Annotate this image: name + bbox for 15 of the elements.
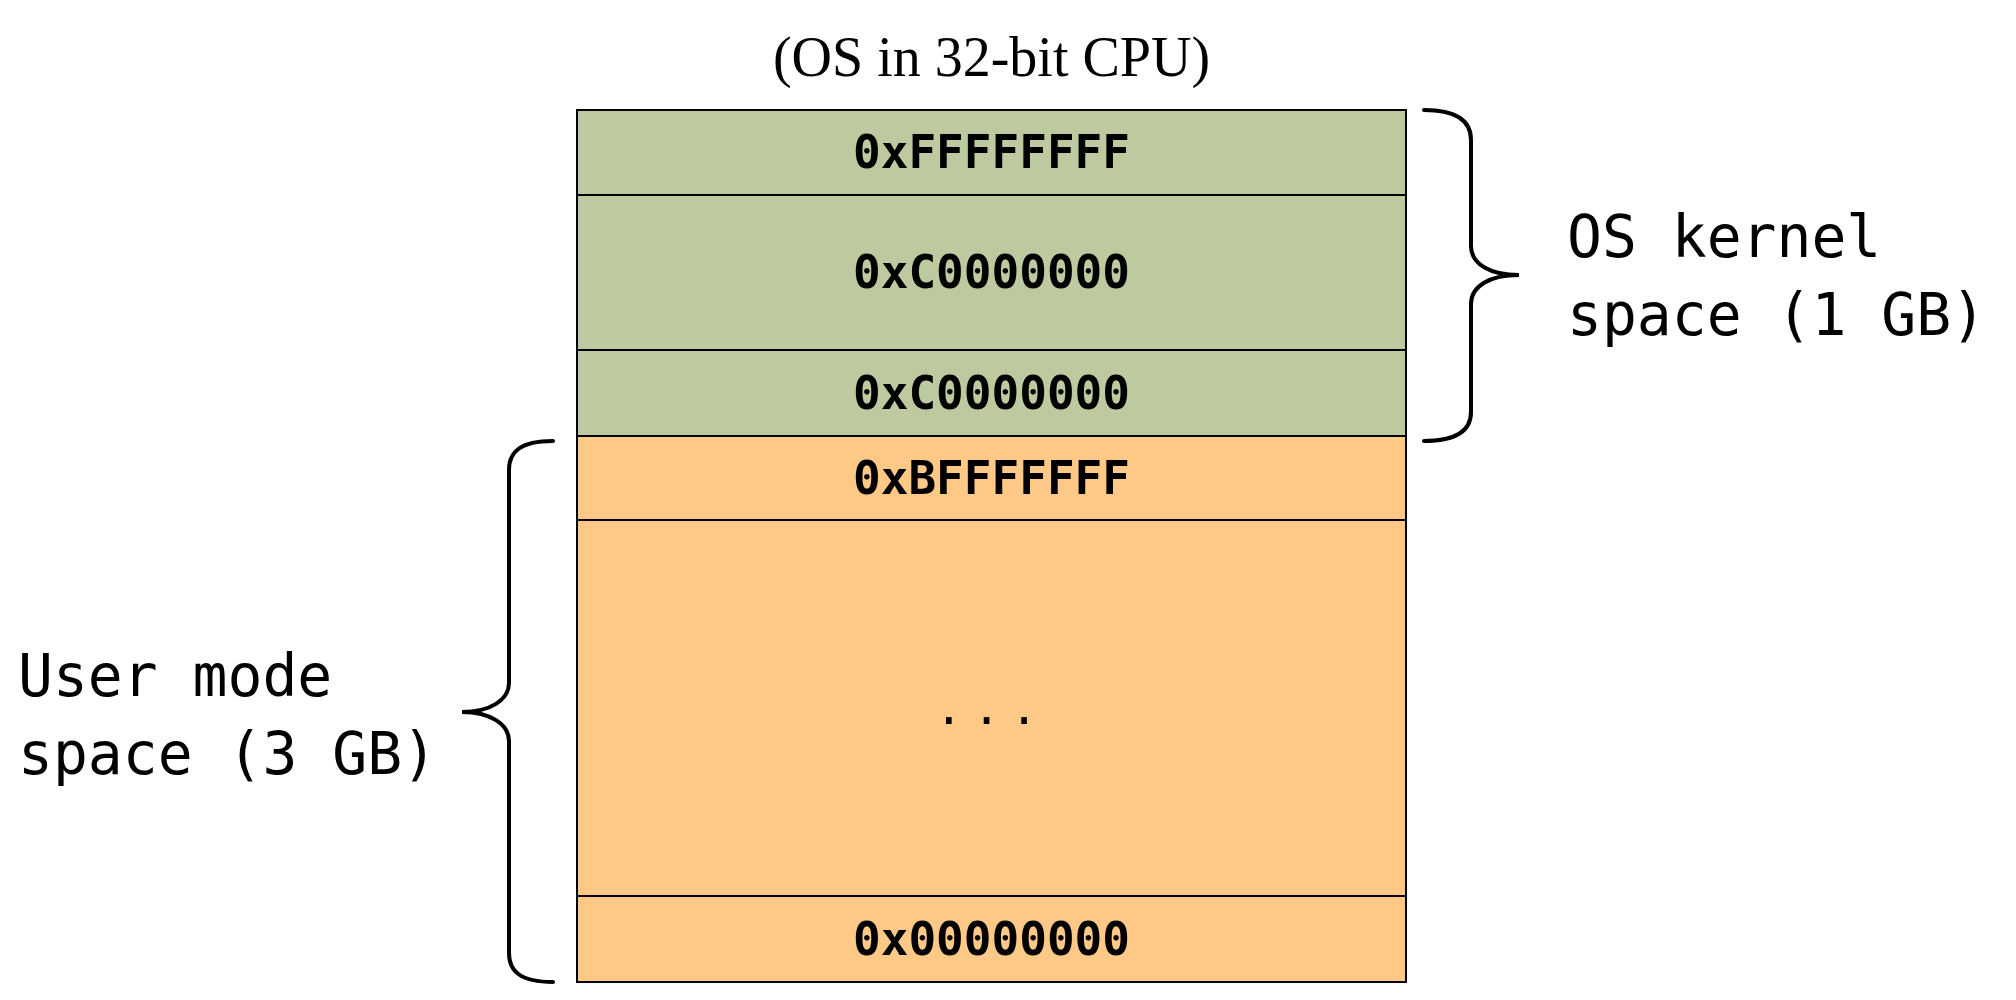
diagram-title: (OS in 32-bit CPU) (772, 25, 1211, 89)
memory-address: 0xC0000000 (853, 246, 1130, 299)
memory-region (576, 109, 1407, 196)
memory-region (576, 349, 1407, 437)
memory-address: 0x00000000 (853, 912, 1130, 966)
memory-address: 0xBFFFFFFF (853, 451, 1130, 505)
region-label: User mode space (3 GB) (18, 641, 439, 790)
memory-region (576, 194, 1407, 351)
memory-region (576, 435, 1407, 521)
region-label: OS kernel space (1 GB) (1567, 202, 1988, 351)
ellipsis: ... (934, 681, 1049, 735)
memory-region (576, 895, 1407, 983)
memory-address: 0xFFFFFFFF (853, 126, 1130, 179)
memory-address: 0xC0000000 (853, 366, 1130, 420)
memory-region (576, 519, 1407, 897)
